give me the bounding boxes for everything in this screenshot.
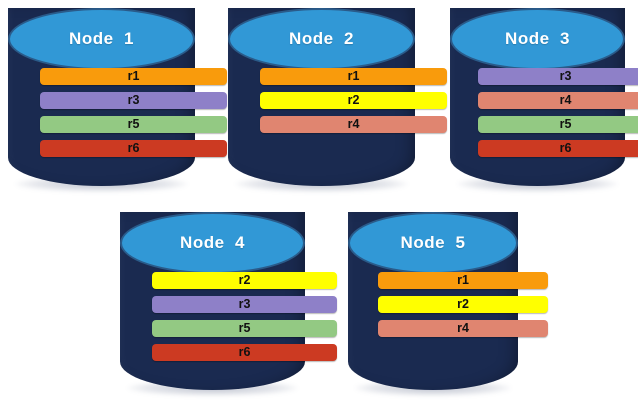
record-bar[interactable]: r3 [152,296,337,313]
record-bar[interactable]: r4 [378,320,548,337]
record-bar[interactable]: r5 [40,116,227,133]
record-bar[interactable]: r4 [478,92,638,109]
record-bar[interactable]: r1 [260,68,447,85]
node-top-disc [348,212,518,274]
record-list: r1 r3 r5 r6 [8,8,259,157]
node-cylinder-5[interactable]: Node 5 r1 r2 r4 [348,212,548,396]
record-bar[interactable]: r4 [260,116,447,133]
record-list: r3 r4 r5 r6 [450,8,638,157]
record-list: r1 r2 r4 [348,212,578,337]
record-bar[interactable]: r6 [478,140,638,157]
node-top-disc [120,212,305,274]
node-top-disc [228,8,415,70]
record-bar[interactable]: r2 [260,92,447,109]
record-bar[interactable]: r2 [152,272,337,289]
record-bar[interactable]: r1 [40,68,227,85]
record-bar[interactable]: r6 [152,344,337,361]
record-bar[interactable]: r3 [40,92,227,109]
node-cylinder-1[interactable]: Node 1 r1 r3 r5 r6 [8,8,227,192]
record-bar[interactable]: r1 [378,272,548,289]
node-cylinder-3[interactable]: Node 3 r3 r4 r5 r6 [450,8,638,192]
node-cylinder-4[interactable]: Node 4 r2 r3 r5 r6 [120,212,337,396]
record-bar[interactable]: r2 [378,296,548,313]
record-bar[interactable]: r6 [40,140,227,157]
record-list: r1 r2 r4 [228,8,479,133]
node-cylinder-2[interactable]: Node 2 r1 r2 r4 [228,8,447,192]
record-list: r2 r3 r5 r6 [120,212,369,361]
record-bar[interactable]: r5 [478,116,638,133]
record-bar[interactable]: r3 [478,68,638,85]
record-bar[interactable]: r5 [152,320,337,337]
